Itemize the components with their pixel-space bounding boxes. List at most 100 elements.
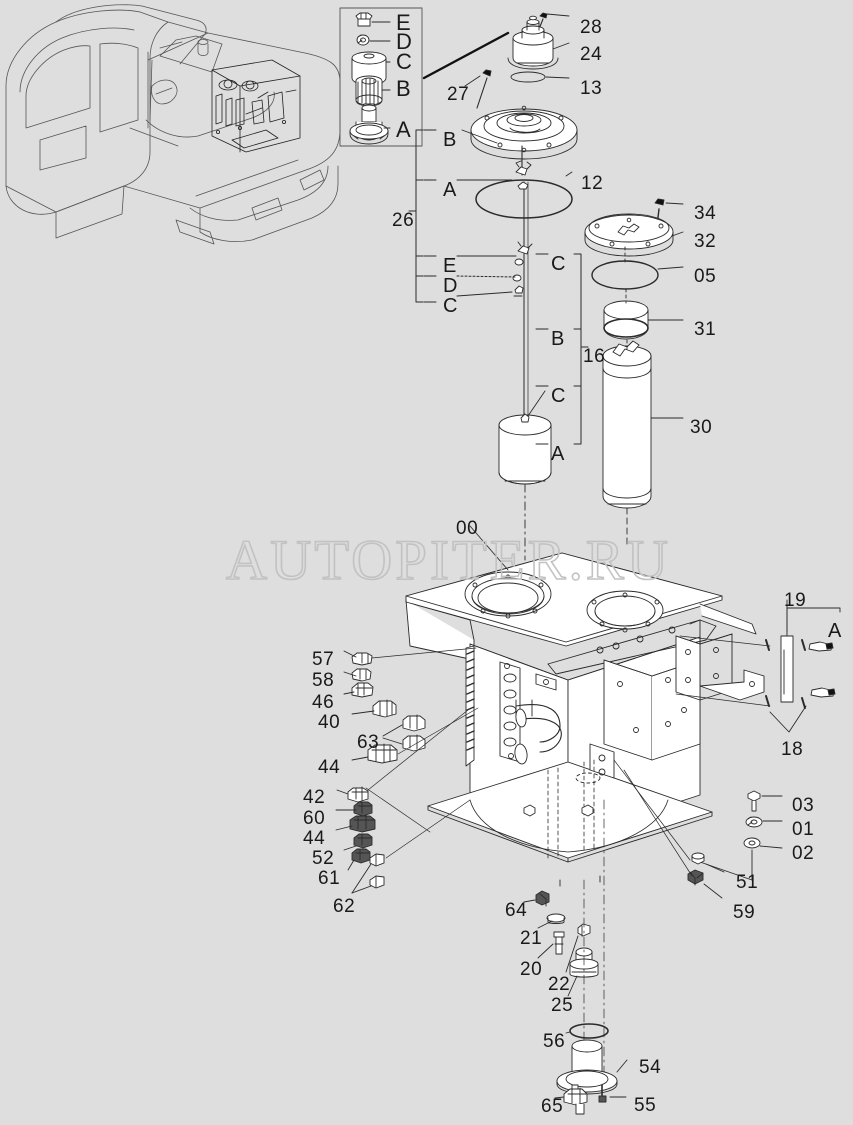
- leader-32: [671, 231, 684, 237]
- callout-05: 05: [694, 266, 717, 287]
- drain-fittings-right: [613, 759, 725, 899]
- oring-13: [510, 71, 546, 83]
- leader-42: [336, 789, 349, 795]
- callout-34: 34: [694, 203, 717, 224]
- callout-20: 20: [520, 959, 543, 980]
- callout-44: 44: [318, 757, 341, 778]
- callout-31: 31: [694, 319, 717, 340]
- leader-52: [343, 845, 357, 851]
- leader-28: [546, 13, 570, 17]
- callout-A: A: [443, 179, 457, 201]
- leader-25: [567, 975, 578, 997]
- callout-44: 44: [303, 828, 326, 849]
- callout-56: 56: [543, 1031, 566, 1052]
- legend-code-D: D: [396, 29, 412, 54]
- legend-code-B: B: [396, 76, 411, 101]
- callout-58: 58: [312, 670, 335, 691]
- callout-01: 01: [792, 819, 815, 840]
- leader-58: [343, 671, 357, 677]
- callout-57: 57: [312, 649, 335, 670]
- legend-pointer: [422, 31, 510, 80]
- callout-02: 02: [792, 843, 815, 864]
- leader-12: [565, 171, 573, 177]
- callout-61: 61: [318, 868, 341, 889]
- leader-61: [347, 859, 355, 871]
- leader-51: [705, 863, 725, 873]
- legend-part-D: [356, 34, 391, 46]
- callout-65: 65: [541, 1096, 564, 1117]
- legend-part-A: [349, 103, 391, 145]
- leader-21: [537, 920, 553, 929]
- callout-51: 51: [736, 872, 759, 893]
- excavator-illustration: [5, 4, 341, 245]
- callout-A: A: [828, 620, 842, 642]
- level-sensor-assembly: [464, 12, 570, 109]
- leader-64: [523, 899, 536, 903]
- callout-C: C: [443, 295, 458, 317]
- leader-B-flange: [461, 129, 498, 144]
- leader-46: [343, 691, 355, 695]
- leader-05: [657, 266, 684, 270]
- callout-63: 63: [357, 732, 380, 753]
- callout-12: 12: [581, 173, 604, 194]
- callout-13: 13: [580, 78, 603, 99]
- callout-64: 64: [505, 900, 528, 921]
- fittings-group-lower: [335, 709, 471, 894]
- part-D-on-rod: [514, 258, 524, 266]
- callout-C: C: [551, 253, 566, 275]
- callout-25: 25: [551, 995, 574, 1016]
- bracket-26: [408, 129, 517, 303]
- callout-00: 00: [456, 518, 479, 539]
- callout-52: 52: [312, 848, 335, 869]
- legend-code-A: A: [396, 117, 411, 142]
- tank-top-flange: [461, 105, 578, 160]
- legend-part-E: [355, 12, 391, 27]
- callout-60: 60: [303, 808, 326, 829]
- callout-42: 42: [303, 787, 326, 808]
- legend-code-C: C: [396, 49, 412, 74]
- hydraulic-tank: [405, 552, 765, 887]
- callout-24: 24: [580, 44, 603, 65]
- callout-16: 16: [583, 346, 606, 367]
- callout-B: B: [551, 328, 565, 350]
- callout-32: 32: [694, 231, 717, 252]
- oring-56: [569, 1023, 609, 1039]
- leader-13: [545, 76, 570, 79]
- leader-20: [537, 943, 554, 959]
- callout-26: 26: [392, 210, 415, 231]
- callout-B: B: [443, 129, 457, 151]
- leader-54: [616, 1059, 628, 1073]
- fittings-group-upper: [343, 647, 479, 764]
- leader-22: [565, 935, 579, 973]
- leader-56: [565, 1031, 571, 1034]
- leader-59: [703, 883, 723, 899]
- leader-63a: [382, 724, 403, 737]
- part-E-on-rod: [517, 245, 530, 255]
- drain-assembly: [523, 799, 628, 1115]
- leader-24: [552, 42, 570, 50]
- callout-18: 18: [781, 739, 804, 760]
- leader-C-bottom: [527, 390, 546, 417]
- callout-30: 30: [690, 417, 713, 438]
- callout-03: 03: [792, 795, 815, 816]
- callout-27: 27: [447, 84, 470, 105]
- callout-54: 54: [639, 1057, 662, 1078]
- callout-59: 59: [733, 902, 756, 923]
- callout-19: 19: [784, 590, 807, 611]
- tie-rod-assembly: [675, 599, 841, 733]
- leader-65: [554, 1096, 565, 1099]
- legend-code-E: E: [396, 10, 411, 35]
- suction-rod-assembly: [475, 145, 573, 485]
- callout-55: 55: [634, 1095, 657, 1116]
- callout-62: 62: [333, 896, 356, 917]
- callout-40: 40: [318, 712, 341, 733]
- leader-62a: [351, 863, 372, 894]
- callout-21: 21: [520, 928, 543, 949]
- callout-E: E: [443, 255, 457, 277]
- callout-46: 46: [312, 692, 335, 713]
- leader-40: [351, 710, 375, 715]
- leader-34: [665, 202, 684, 205]
- legend-box: [339, 7, 423, 147]
